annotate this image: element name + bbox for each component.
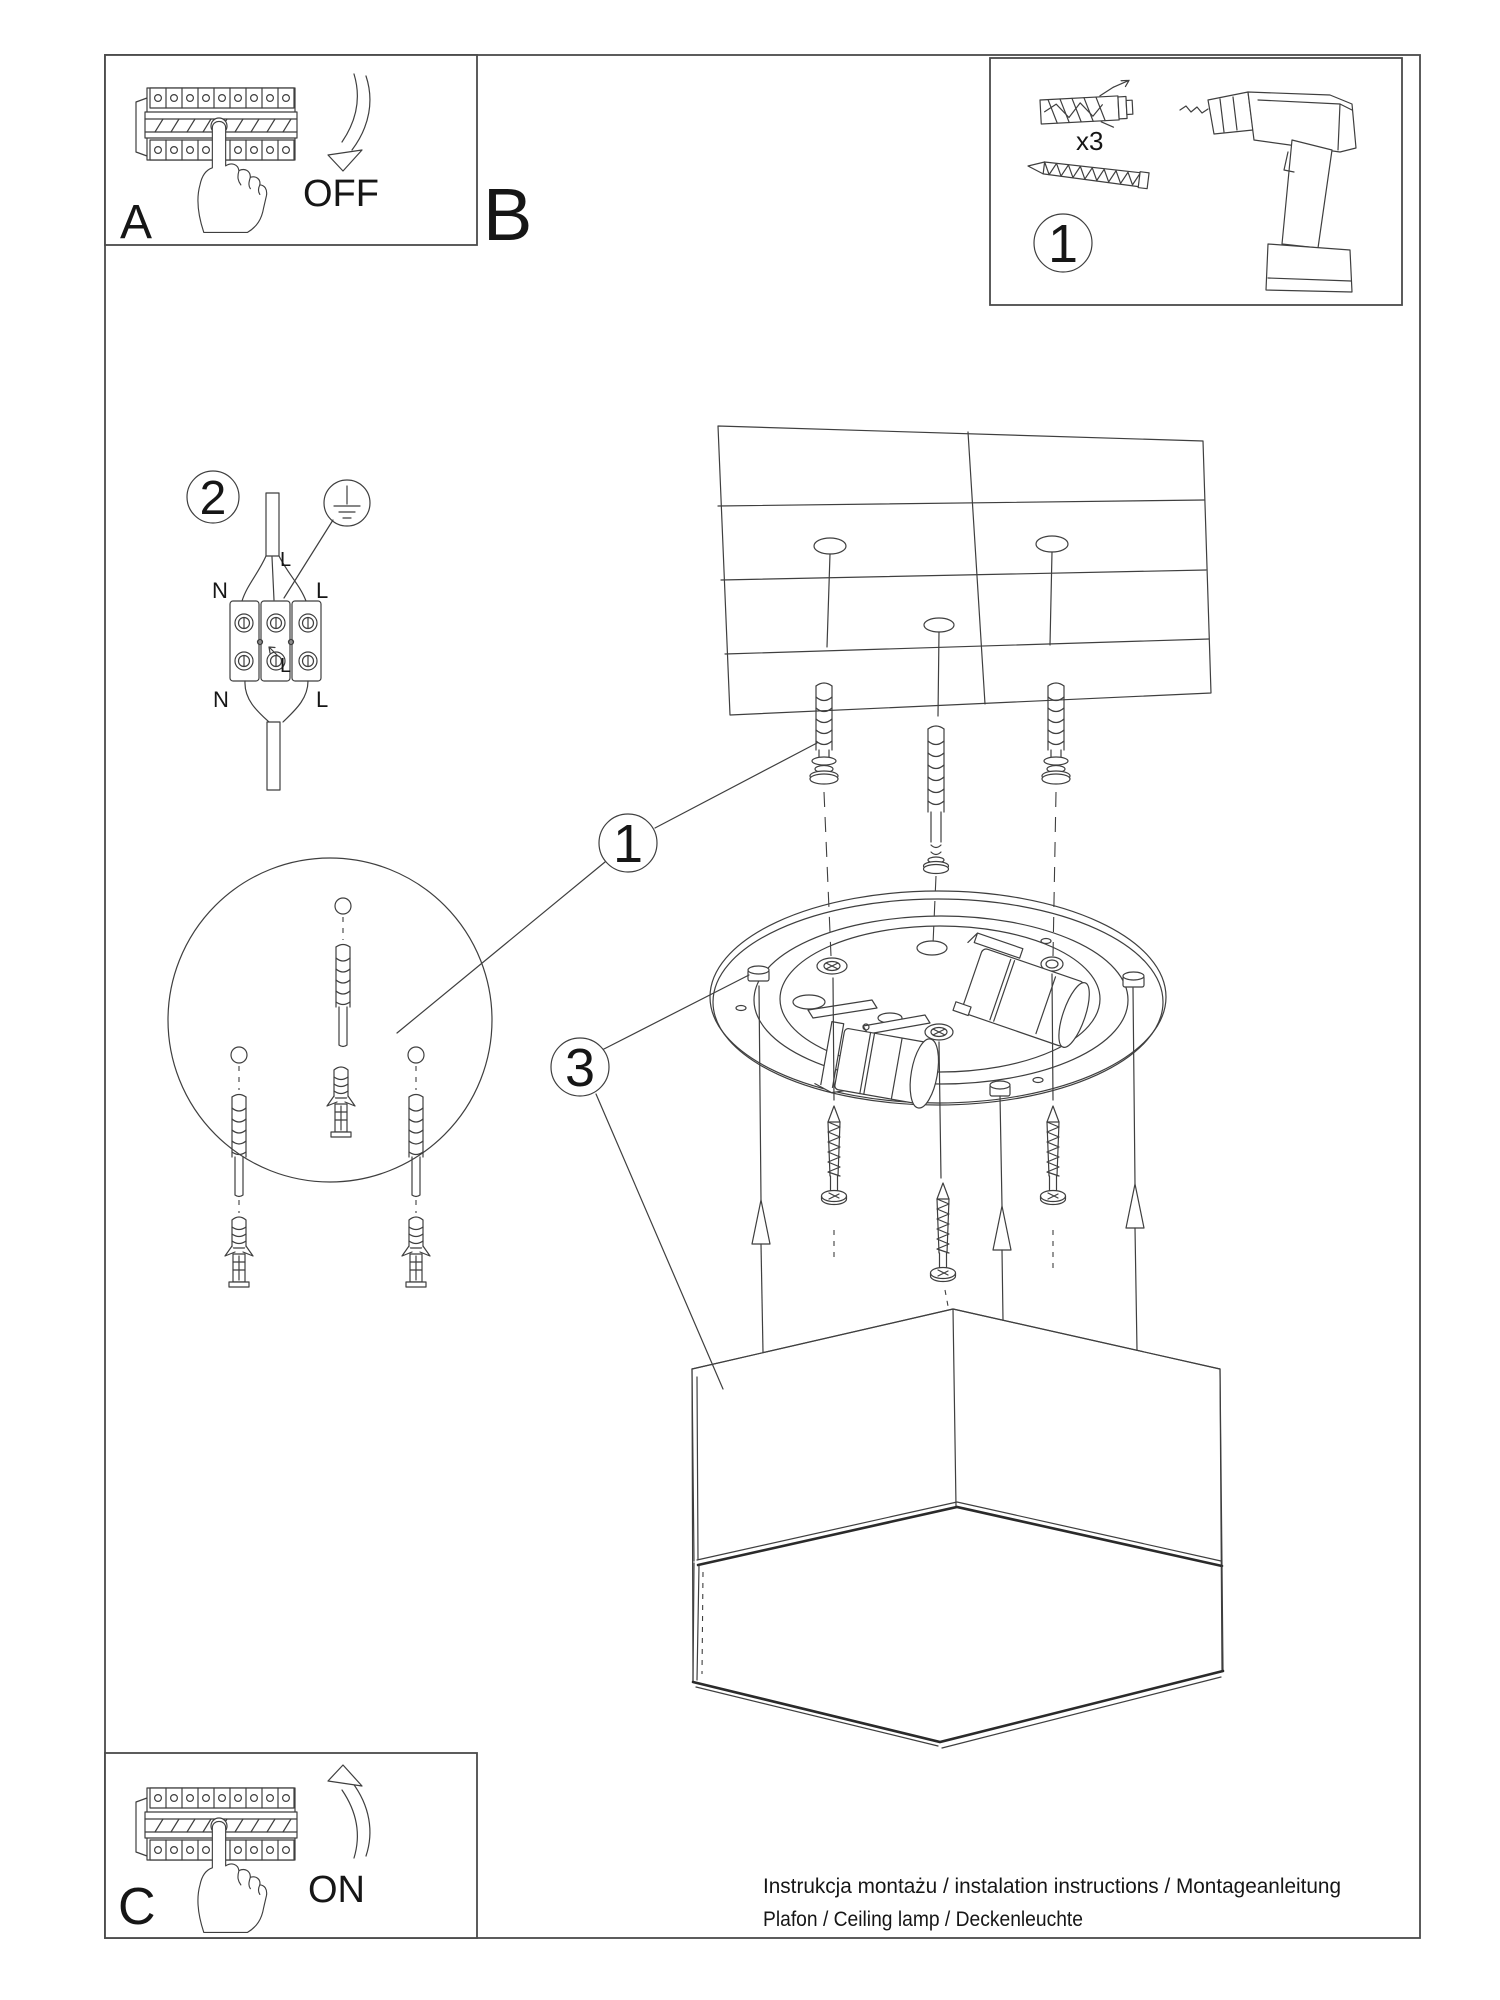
- screw-hole: [1040, 956, 1064, 972]
- supply-cable: [241, 492, 307, 602]
- power-on-label: ON: [308, 1869, 365, 1911]
- drill-hole: [1035, 535, 1069, 553]
- arrow-up-icon: [327, 1764, 371, 1859]
- footer-line1: Instrukcja montażu / instalation instruc…: [763, 1874, 1341, 1898]
- key-slot: [807, 999, 878, 1019]
- mounting-plate: [709, 890, 1167, 1109]
- alignment-line: [823, 791, 832, 957]
- wiring-diagram: 2 N L L L: [186, 470, 371, 791]
- callout-1-badge: [1033, 213, 1093, 273]
- callout-2-badge: [186, 470, 240, 524]
- power-off-label: OFF: [303, 173, 379, 215]
- callout-3-leader-line: [601, 974, 750, 1051]
- detail-circle: [167, 857, 493, 1288]
- screw-icon: [1027, 161, 1150, 190]
- wall-plug-icon: [922, 725, 950, 875]
- wall-plug-icon: [1039, 79, 1134, 128]
- section-b-label: B: [483, 173, 532, 256]
- callout-3-badge: 3: [550, 1037, 610, 1098]
- hex-shade: [691, 1308, 1225, 1749]
- wire-l-label: L: [280, 549, 291, 571]
- callout-1-leader-line: [396, 861, 606, 1034]
- callout-1-number: 1: [1048, 214, 1078, 274]
- footer-line2: Plafon / Ceiling lamp / Deckenleuchte: [763, 1907, 1083, 1931]
- ceiling-panel: [717, 425, 1212, 717]
- callout-1-badge: 1: [598, 813, 658, 874]
- callout-3-number: 3: [565, 1038, 595, 1098]
- drill-hole: [334, 897, 352, 915]
- terminal-l-bottom-label: L: [316, 687, 328, 712]
- terminal-block-icon: [229, 600, 322, 682]
- cable-hole: [916, 940, 948, 956]
- screw-hole: [816, 957, 848, 975]
- drill-hole: [230, 1046, 248, 1064]
- parts-box: x3 1: [989, 57, 1403, 306]
- wire-hole: [792, 994, 826, 1010]
- ground-symbol-icon: [283, 479, 371, 599]
- terminal-n-top-label: N: [212, 578, 228, 603]
- step-a-panel: A OFF: [104, 54, 478, 249]
- drill-icon: [1179, 91, 1357, 293]
- screw-hole: [924, 1023, 954, 1041]
- rim-stud: [1122, 971, 1145, 988]
- rim-stud: [989, 1080, 1011, 1097]
- terminal-n-bottom-label: N: [213, 687, 229, 712]
- quantity-label: x3: [1076, 126, 1103, 156]
- step-c-label: C: [118, 1878, 156, 1936]
- callout-1-leader-line: [654, 742, 818, 829]
- alignment-line: [1052, 791, 1057, 957]
- rim-stud: [747, 965, 770, 982]
- step-c-panel: C ON: [104, 1752, 478, 1939]
- alignment-line: [932, 875, 937, 945]
- drill-hole: [813, 537, 847, 555]
- mid-l-label: L: [280, 655, 291, 677]
- callout-1-number: 1: [613, 814, 643, 874]
- output-cable: [244, 680, 309, 791]
- assembly-lines: [751, 973, 1145, 1353]
- footer: Instrukcja montażu / instalation instruc…: [763, 1874, 1341, 1931]
- step-a-label: A: [120, 196, 152, 249]
- drill-hole: [923, 617, 955, 633]
- callout-2-number: 2: [200, 472, 227, 525]
- arrow-down-icon: [327, 73, 371, 172]
- drill-hole: [407, 1046, 425, 1064]
- terminal-l-top-label: L: [316, 578, 328, 603]
- lamp-socket: [814, 1021, 940, 1109]
- callout-3-leader-line: [595, 1093, 724, 1390]
- anchors-under-ceiling: [809, 682, 1071, 875]
